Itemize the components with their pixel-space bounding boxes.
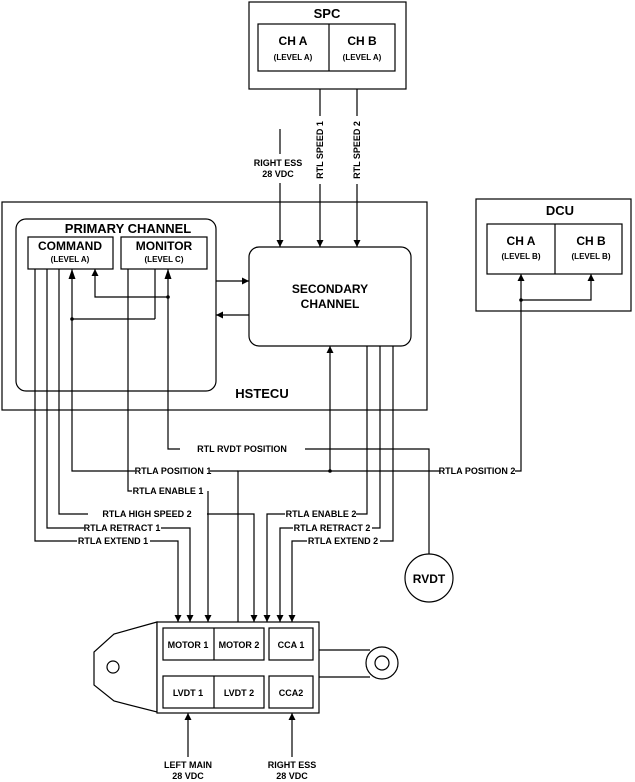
dcu-ch-b-level: (LEVEL B) bbox=[572, 252, 611, 261]
secondary-channel-line2: CHANNEL bbox=[301, 297, 360, 311]
secondary-inputs: RIGHT ESS 28 VDC RTL SPEED 1 RTL SPEED 2 bbox=[254, 89, 362, 247]
rtla-retract-2-label: RTLA RETRACT 2 bbox=[294, 523, 371, 533]
rvdt-sensor: RVDT bbox=[404, 553, 454, 603]
motor-1-label: MOTOR 1 bbox=[168, 640, 209, 650]
primary-channel-title: PRIMARY CHANNEL bbox=[65, 221, 191, 236]
lvdt-2-label: LVDT 2 bbox=[224, 688, 254, 698]
signal-wiring: RTL RVDT POSITION RTLA POSITION 1 RTLA P… bbox=[34, 269, 522, 622]
rtl-speed-1-label: RTL SPEED 1 bbox=[315, 121, 325, 179]
right-ess-top-line2: 28 VDC bbox=[262, 169, 294, 179]
rtla-enable-2-label: RTLA ENABLE 2 bbox=[286, 509, 357, 519]
rtla-extend-2-label: RTLA EXTEND 2 bbox=[308, 536, 378, 546]
rtla-high-speed-2-label: RTLA HIGH SPEED 2 bbox=[102, 509, 191, 519]
lvdt-1-label: LVDT 1 bbox=[173, 688, 203, 698]
cca-2-label: CCA2 bbox=[279, 688, 304, 698]
monitor-label: MONITOR bbox=[136, 239, 193, 253]
hstecu-title: HSTECU bbox=[235, 386, 288, 401]
right-ess-bottom-line2: 28 VDC bbox=[276, 771, 308, 781]
spc-title: SPC bbox=[314, 6, 341, 21]
command-level: (LEVEL A) bbox=[51, 255, 90, 264]
spc-ch-a-label: CH A bbox=[279, 34, 308, 48]
rtla-enable-1-label: RTLA ENABLE 1 bbox=[133, 486, 204, 496]
dcu-unit: DCU CH A (LEVEL B) CH B (LEVEL B) bbox=[475, 198, 632, 312]
rvdt-label: RVDT bbox=[413, 572, 446, 586]
motor-2-label: MOTOR 2 bbox=[219, 640, 260, 650]
secondary-channel-line1: SECONDARY bbox=[292, 282, 368, 296]
command-box bbox=[27, 236, 114, 270]
dcu-ch-a-level: (LEVEL B) bbox=[502, 252, 541, 261]
dcu-ch-b-label: CH B bbox=[576, 234, 606, 248]
monitor-level: (LEVEL C) bbox=[145, 255, 184, 264]
spc-ch-a-level: (LEVEL A) bbox=[274, 53, 313, 62]
rtl-rvdt-position-label: RTL RVDT POSITION bbox=[197, 444, 287, 454]
monitor-box bbox=[120, 236, 208, 270]
rtla-retract-1-label: RTLA RETRACT 1 bbox=[84, 523, 161, 533]
command-label: COMMAND bbox=[38, 239, 102, 253]
cca-1-label: CCA 1 bbox=[278, 640, 305, 650]
spc-ch-b-level: (LEVEL A) bbox=[343, 53, 382, 62]
dcu-title: DCU bbox=[546, 203, 574, 218]
spc-ch-b-label: CH B bbox=[347, 34, 377, 48]
right-ess-bottom-line1: RIGHT ESS bbox=[268, 760, 317, 770]
rtla-extend-1-label: RTLA EXTEND 1 bbox=[78, 536, 148, 546]
rtla-position-2-label: RTLA POSITION 2 bbox=[439, 466, 516, 476]
hstecu-unit: HSTECU PRIMARY CHANNEL COMMAND (LEVEL A)… bbox=[1, 201, 428, 411]
rtl-speed-2-label: RTL SPEED 2 bbox=[352, 121, 362, 179]
rtla-actuator: MOTOR 1 MOTOR 2 CCA 1 LVDT 1 LVDT 2 CCA2 bbox=[93, 621, 399, 714]
rtla-position-1-label: RTLA POSITION 1 bbox=[135, 466, 212, 476]
left-main-line1: LEFT MAIN bbox=[164, 760, 212, 770]
dcu-ch-a-label: CH A bbox=[507, 234, 536, 248]
left-main-line2: 28 VDC bbox=[172, 771, 204, 781]
spc-unit: SPC CH A (LEVEL A) CH B (LEVEL A) bbox=[248, 1, 407, 90]
bottom-power-inputs: LEFT MAIN 28 VDC RIGHT ESS 28 VDC bbox=[164, 713, 316, 781]
right-ess-top-line1: RIGHT ESS bbox=[254, 158, 303, 168]
